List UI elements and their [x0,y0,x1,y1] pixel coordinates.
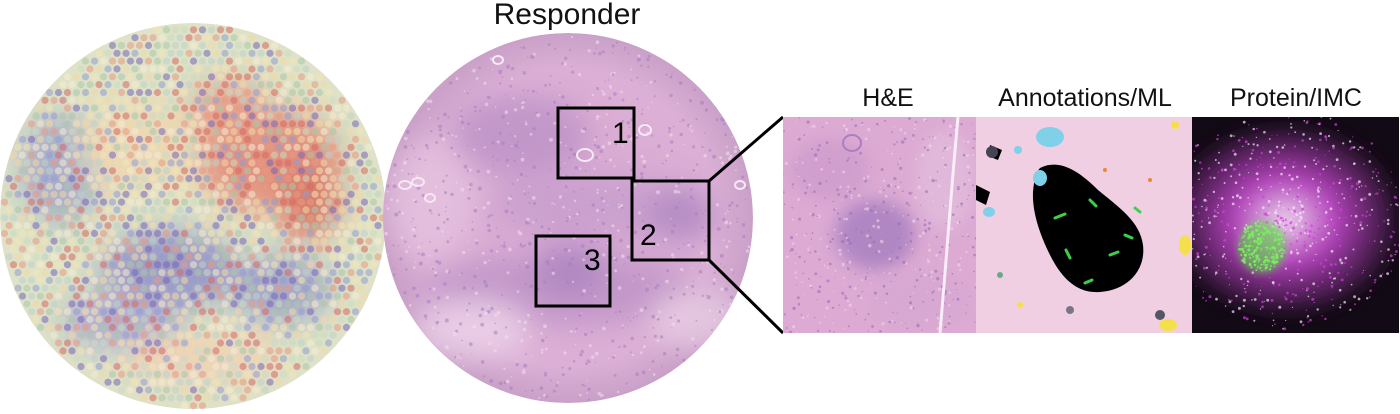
title: Responder [494,0,641,32]
label-protein-imc: Protein/IMC [1230,84,1362,113]
annotation-panel [976,117,1192,333]
roi-number-2: 2 [640,219,657,252]
roi-number-1: 1 [612,117,629,150]
label-annotations: Annotations/ML [998,84,1172,113]
he-whole-slide [383,33,753,403]
he-zoom-panel [783,117,977,334]
spatial-spot-map [0,23,386,409]
imc-panel [1165,115,1400,333]
roi-number-3: 3 [584,244,601,277]
label-he: H&E [862,84,913,113]
